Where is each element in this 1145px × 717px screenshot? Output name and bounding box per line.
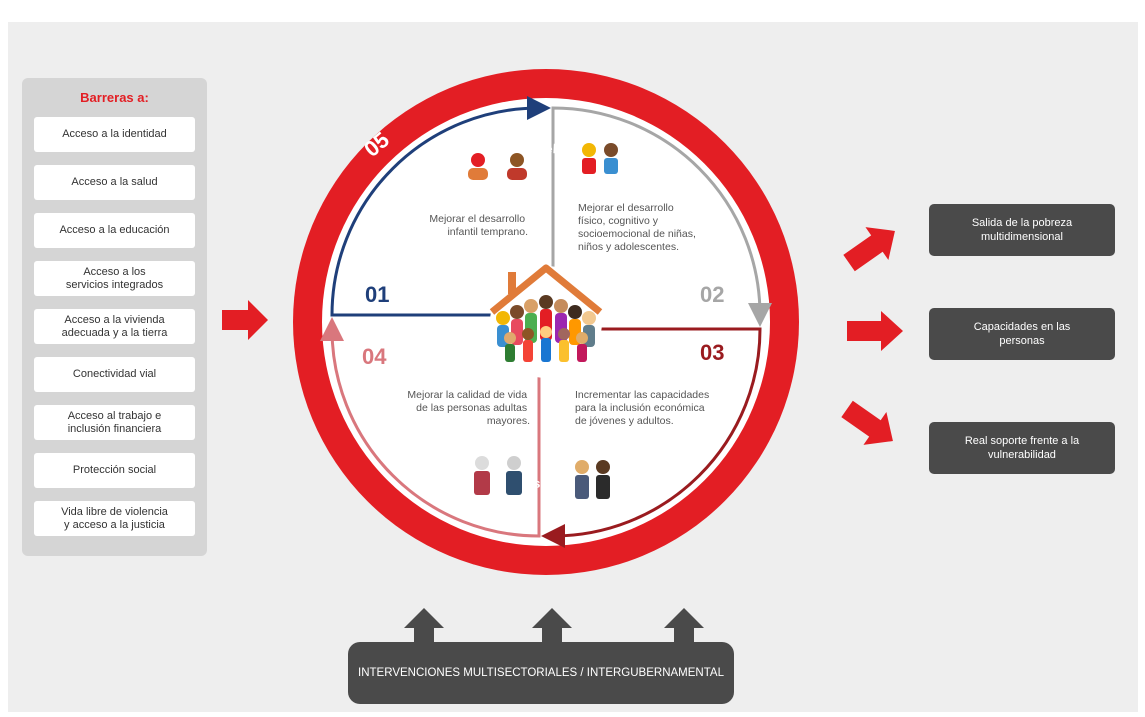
quadrant-04-outline [320,317,541,538]
quadrant-01-text: Mejorar el desarrollo infantil temprano. [429,213,528,238]
kids-icon [582,143,618,174]
output-arrow [843,227,895,272]
quadrant-number-01: 01 [365,282,389,307]
interventions-box: INTERVENCIONES MULTISECTORIALES / INTERG… [348,642,734,704]
elders-icon [474,456,522,495]
barrier-item: Acceso a la salud [34,165,195,200]
barrier-item: Protección social [34,453,195,488]
quadrant-01-outline [330,96,551,317]
barriers-panel: Barreras a: Acceso a la identidad Acceso… [22,78,207,556]
up-arrow [664,608,704,648]
quadrant-03-outline [541,327,762,548]
input-arrow [222,300,268,340]
quadrant-number-02: 02 [700,282,724,307]
quadrant-03-text: Incrementar las capacidades para la incl… [575,389,712,427]
quadrant-number-03: 03 [700,340,724,365]
output-arrow [847,311,903,351]
children-icon [468,153,527,180]
quadrant-02-text: Mejorar el desarrollo físico, cognitivo … [578,202,699,253]
quadrant-02-outline [551,106,772,327]
community-illustration [489,264,603,378]
barriers-title: Barreras a: [80,90,149,105]
adults-icon [575,460,610,499]
quadrant-number-04: 04 [362,344,387,369]
up-arrow [404,608,444,648]
barrier-item: Conectividad vial [34,357,195,392]
barrier-item: Acceso a la educación [34,213,195,248]
quadrant-04-text: Mejorar la calidad de vida de las person… [407,389,530,427]
output-arrow [841,400,893,445]
up-arrow [532,608,572,648]
barrier-item: Acceso a la identidad [34,117,195,152]
